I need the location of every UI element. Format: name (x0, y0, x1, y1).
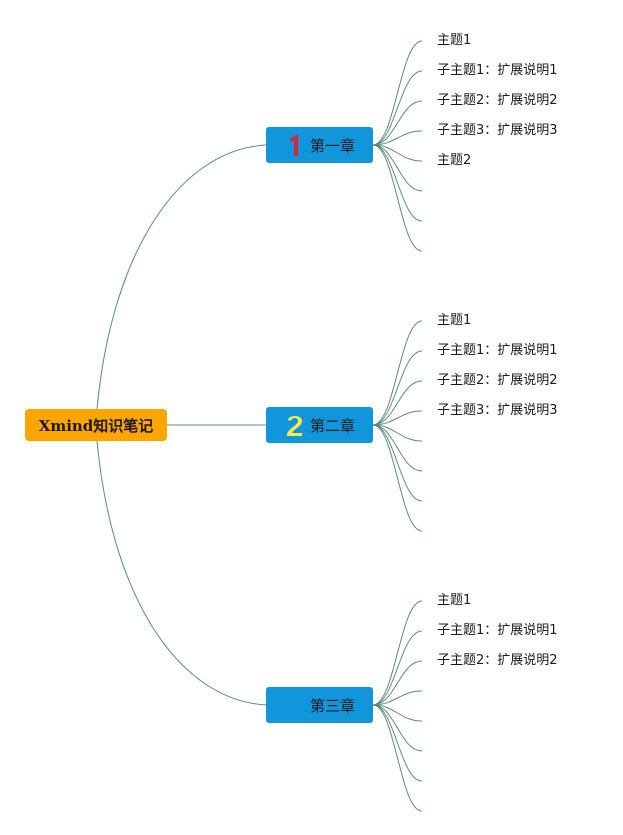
chapter-3-connector-7 (372, 704, 423, 782)
root-topic[interactable]: Xmind知识笔记 (25, 409, 167, 441)
root-to-chapter-1-line (96, 144, 267, 410)
chapter-1-subtopic-1[interactable]: 主题1 (437, 33, 472, 48)
chapter-3-subtopic-2[interactable]: 子主题1：扩展说明1 (437, 623, 558, 638)
chapter-1-connector-4 (372, 130, 423, 146)
chapter-3-connector-6 (372, 704, 423, 752)
chapter-1-connector-6 (372, 144, 423, 192)
chapter-1-connector-2 (372, 70, 423, 146)
chapter-3-subtopic-3[interactable]: 子主题2：扩展说明2 (437, 653, 558, 668)
root-topic-label: Xmind知识笔记 (38, 416, 154, 435)
priority-1-icon (284, 132, 306, 158)
chapter-2-subtopic-3[interactable]: 子主题2：扩展说明2 (437, 373, 558, 388)
priority-2-icon (284, 412, 306, 438)
chapter-3-marker-space (284, 692, 306, 718)
chapter-2-connector-2 (372, 350, 423, 426)
chapter-2-connector-7 (372, 424, 423, 502)
chapter-2-connector-8 (372, 424, 423, 532)
chapter-3-label: 第三章 (310, 696, 356, 715)
chapter-3-connector-4 (372, 690, 423, 706)
chapter-3-connector-1 (372, 600, 423, 706)
chapter-1-connector-3 (372, 100, 423, 146)
chapter-3-connector-8 (372, 704, 423, 812)
chapter-2-subtopic-1[interactable]: 主题1 (437, 313, 472, 328)
chapter-1-subtopic-2[interactable]: 子主题1：扩展说明1 (437, 63, 558, 78)
chapter-3-connector-3 (372, 660, 423, 706)
chapter-node-2[interactable]: 第二章 (266, 407, 373, 443)
chapter-2-connector-6 (372, 424, 423, 472)
chapter-2-connector-3 (372, 380, 423, 426)
chapter-1-connector-7 (372, 144, 423, 222)
chapter-2-connector-1 (372, 320, 423, 426)
root-to-chapter-3-line (96, 440, 267, 706)
chapter-node-1[interactable]: 第一章 (266, 127, 373, 163)
chapter-3-subtopic-1[interactable]: 主题1 (437, 593, 472, 608)
chapter-1-subtopic-3[interactable]: 子主题2：扩展说明2 (437, 93, 558, 108)
chapter-1-subtopic-5[interactable]: 主题2 (437, 153, 472, 168)
chapter-2-label: 第二章 (310, 416, 356, 435)
chapter-2-connector-4 (372, 410, 423, 426)
chapter-1-connector-8 (372, 144, 423, 252)
chapter-2-subtopic-2[interactable]: 子主题1：扩展说明1 (437, 343, 558, 358)
chapter-1-connector-1 (372, 40, 423, 146)
chapter-node-3[interactable]: 第三章 (266, 687, 373, 723)
chapter-1-label: 第一章 (310, 136, 356, 155)
chapter-2-subtopic-4[interactable]: 子主题3：扩展说明3 (437, 403, 558, 418)
chapter-3-connector-2 (372, 630, 423, 706)
chapter-1-subtopic-4[interactable]: 子主题3：扩展说明3 (437, 123, 558, 138)
